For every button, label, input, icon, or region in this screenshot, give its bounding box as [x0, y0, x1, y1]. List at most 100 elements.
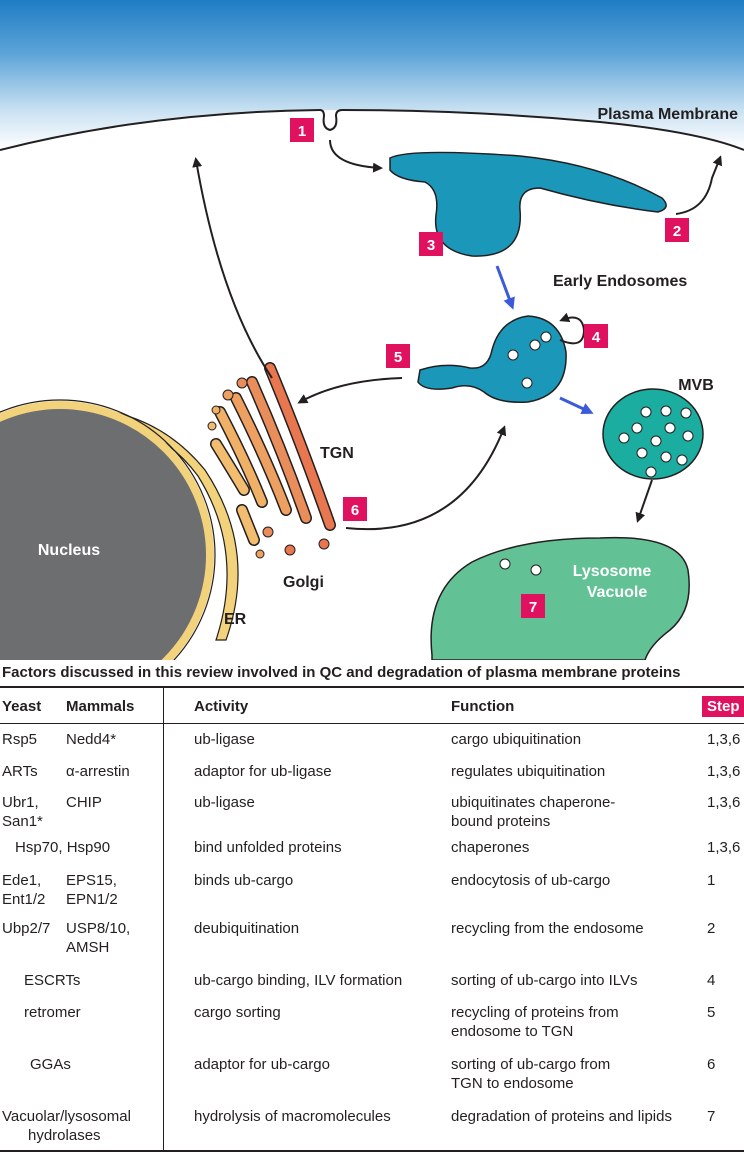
row5-activity: binds ub-cargo [194, 872, 294, 889]
row1-yeast: Rsp5 [2, 731, 38, 748]
row4-activity: bind unfolded proteins [194, 839, 342, 856]
row2-activity: adaptor for ub-ligase [194, 763, 332, 780]
row8-step: 5 [707, 1004, 716, 1021]
row8-shared-name: retromer [24, 1004, 81, 1021]
row9-shared-name: GGAs [30, 1056, 71, 1073]
row10-function: degradation of proteins and lipids [451, 1108, 672, 1125]
table-title: Factors discussed in this review involve… [2, 664, 681, 681]
golgi-stack [210, 362, 336, 546]
recycling-to-pm-arrow [675, 155, 723, 215]
header-step: Step [702, 696, 744, 717]
row2-yeast: ARTs [2, 763, 38, 780]
header-yeast: Yeast [2, 698, 42, 715]
row5-step: 1 [707, 872, 716, 889]
row9-function-line2: TGN to endosome [451, 1075, 574, 1092]
row3-activity: ub-ligase [194, 794, 255, 811]
vacuole-label: Vacuole [587, 584, 648, 601]
row6-step: 2 [707, 920, 716, 937]
step-badge-2: 2 [665, 218, 689, 242]
row9-activity: adaptor for ub-cargo [194, 1056, 330, 1073]
row10-shared-name-line2: hydrolases [28, 1127, 101, 1144]
column-divider [163, 686, 164, 1152]
row3-function-line2: bound proteins [451, 813, 551, 830]
row3-yeast-line2: San1* [2, 813, 43, 830]
mvb-vesicles [618, 405, 694, 478]
row9-function-line1: sorting of ub-cargo from [451, 1056, 611, 1073]
row1-mammals: Nedd4* [66, 731, 117, 748]
row7-activity: ub-cargo binding, ILV formation [194, 972, 403, 989]
tgn-to-endosome-arrow [345, 425, 507, 531]
row8-activity: cargo sorting [194, 1004, 281, 1021]
row10-activity: hydrolysis of macromolecules [194, 1108, 391, 1125]
golgi-label: Golgi [283, 574, 324, 591]
row7-function: sorting of ub-cargo into ILVs [451, 972, 638, 989]
row6-mammals-line2: AMSH [66, 939, 110, 956]
er-label: ER [224, 611, 247, 628]
row7-step: 4 [707, 972, 716, 989]
row10-shared-name-line1: Vacuolar/lysosomal [2, 1108, 131, 1125]
tgn-label: TGN [320, 445, 354, 462]
pathway-arrows [192, 139, 723, 531]
svg-text:2: 2 [673, 223, 681, 240]
extracellular-space [0, 0, 744, 150]
row5-mammals-line2: EPN1/2 [66, 891, 118, 908]
row1-activity: ub-ligase [194, 731, 255, 748]
row4-function: chaperones [451, 839, 530, 856]
ilv-loop-arrow [559, 312, 586, 345]
header-function: Function [451, 698, 515, 715]
row3-function-line1: ubiquitinates chaperone- [451, 794, 616, 811]
row5-mammals-line1: EPS15, [66, 872, 117, 889]
golgi-vesicles [207, 377, 330, 559]
step-badge-3: 3 [419, 232, 443, 256]
endocytosis-arrow [329, 139, 383, 173]
intraluminal-vesicles [507, 331, 552, 389]
row2-function: regulates ubiquitination [451, 763, 606, 780]
row1-step: 1,3,6 [707, 731, 741, 748]
row6-mammals-line1: USP8/10, [66, 920, 131, 937]
blue-arrows [495, 265, 594, 415]
lysosome-label: Lysosome [573, 563, 652, 580]
svg-text:4: 4 [592, 329, 601, 346]
row6-function: recycling from the endosome [451, 920, 644, 937]
svg-text:5: 5 [394, 349, 402, 366]
svg-text:3: 3 [427, 237, 435, 254]
row7-shared-name: ESCRTs [24, 972, 81, 989]
step-badge-6: 6 [343, 497, 367, 521]
lysosome-vacuole [430, 536, 690, 660]
row2-mammals: α-arrestin [66, 763, 130, 780]
svg-text:7: 7 [529, 599, 537, 616]
table-bottom-rule [0, 1150, 744, 1152]
tgn-to-pm-arrow [192, 157, 273, 379]
endosome-to-tgn-arrow [297, 377, 403, 404]
row10-step: 7 [707, 1108, 716, 1125]
row4-shared-name: Hsp70, Hsp90 [15, 839, 111, 856]
row5-function: endocytosis of ub-cargo [451, 872, 611, 889]
row8-function-line2: endosome to TGN [451, 1023, 574, 1040]
row1-function: cargo ubiquitination [451, 731, 582, 748]
table-top-rule [0, 686, 744, 688]
row6-activity: deubiquitination [194, 920, 300, 937]
step-badge-7: 7 [521, 594, 545, 618]
cell-diagram: Plasma Membrane Nucleus ER TGN Golgi Ear… [0, 0, 744, 660]
mvb-to-lysosome-arrow [635, 479, 653, 523]
row4-step: 1,3,6 [707, 839, 741, 856]
row3-yeast-line1: Ubr1, [2, 794, 39, 811]
row5-yeast-line2: Ent1/2 [2, 891, 46, 908]
early-endosome-primary [389, 151, 667, 257]
header-activity: Activity [194, 698, 249, 715]
step-badge-4: 4 [584, 324, 608, 348]
nucleus-label: Nucleus [38, 542, 100, 559]
header-mammals: Mammals [66, 698, 135, 715]
mvb-label: MVB [678, 377, 714, 394]
svg-text:1: 1 [298, 123, 306, 140]
plasma-membrane [0, 108, 744, 151]
svg-text:6: 6 [351, 502, 359, 519]
plasma-membrane-label: Plasma Membrane [597, 106, 738, 123]
row9-step: 6 [707, 1056, 716, 1073]
row2-step: 1,3,6 [707, 763, 741, 780]
row3-step: 1,3,6 [707, 794, 741, 811]
nucleus [0, 401, 214, 660]
lysosome-vesicles [499, 558, 542, 576]
step-badge-1: 1 [290, 118, 314, 142]
row3-mammals: CHIP [66, 794, 102, 811]
